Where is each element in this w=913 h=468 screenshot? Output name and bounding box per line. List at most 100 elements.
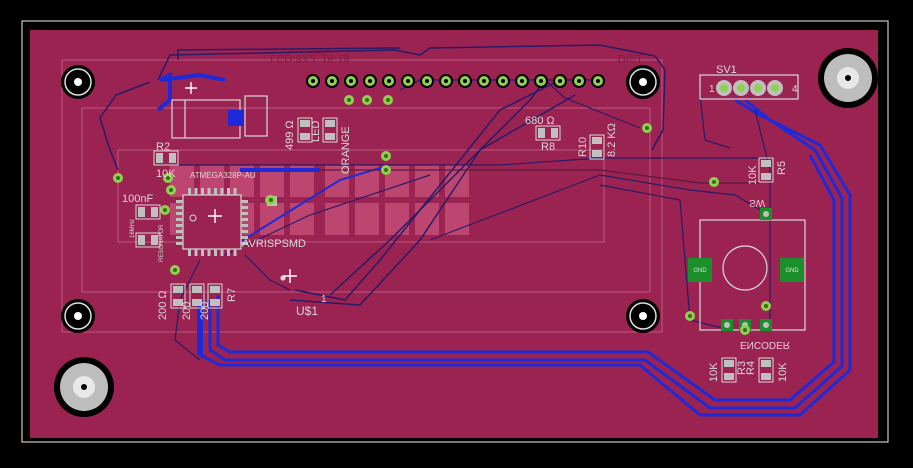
r7b-pad-a xyxy=(192,286,202,293)
led-color-label: ORANGE xyxy=(340,126,352,174)
mcu-pad-bottom xyxy=(227,249,230,256)
crystal-name-label: RESONATOR xyxy=(159,224,165,262)
r7a-outline xyxy=(170,283,186,309)
mounting-hole-edge xyxy=(629,302,657,330)
r4-value-label: 10K xyxy=(777,362,789,382)
mcu-pin1-marker xyxy=(189,214,197,222)
board-outline xyxy=(21,20,889,443)
header-pin-hole xyxy=(463,79,467,83)
mcu-pad-right xyxy=(241,236,248,239)
r7b-outline xyxy=(189,283,205,309)
lcd-name-label: LCD-8X2_16-18 xyxy=(270,52,350,64)
large-mounting-hole-center xyxy=(81,384,87,390)
header-pin-hole xyxy=(311,79,315,83)
header-pin-hole xyxy=(596,79,600,83)
r2-name-label: R2 xyxy=(156,141,170,153)
r3-outline xyxy=(721,357,737,383)
large-mounting-hole-center xyxy=(845,75,851,81)
via-hole xyxy=(163,208,167,212)
mounting-hole-center xyxy=(639,312,647,320)
header-pin-hole xyxy=(520,79,524,83)
r10-pad-a xyxy=(592,137,602,144)
via-hole xyxy=(384,154,388,158)
mcu-pad-left xyxy=(176,230,183,233)
encoder-pin-hole xyxy=(763,322,769,328)
mcu-pad-top xyxy=(188,188,191,195)
crystal-value-label: 16MHz xyxy=(130,219,136,238)
r8-pad-a xyxy=(538,128,545,138)
mcu-pad-top xyxy=(194,188,198,195)
isp-name-label: AVRISPSMD xyxy=(242,238,306,250)
sv1-pin-hole xyxy=(737,84,745,92)
mcu-pad-right xyxy=(241,242,248,245)
mcu-pad-right xyxy=(241,200,248,203)
r10-name-label: R10 xyxy=(577,137,589,157)
r2-pad-a xyxy=(156,153,163,163)
mcu-pad-left xyxy=(176,206,183,209)
sv1-header xyxy=(716,80,783,96)
mcu-pad-right xyxy=(241,206,248,209)
via-hole xyxy=(269,198,273,202)
lcd-cell xyxy=(260,203,284,235)
r4-pad-a xyxy=(761,360,771,367)
mcu-pad-left xyxy=(176,218,183,221)
r1-pad-a xyxy=(300,120,310,127)
mounting-hole-center xyxy=(639,78,647,86)
gnd-right-label: GND xyxy=(785,268,799,274)
via-hole xyxy=(173,268,177,272)
r1-outline xyxy=(297,117,313,143)
r2-value-label: 10K xyxy=(156,168,176,180)
lcd-ref-label: DIS1 xyxy=(618,52,642,64)
r7-value-c-label: 200 xyxy=(199,302,211,320)
r7a-pad-a xyxy=(173,286,183,293)
led-outline xyxy=(322,117,338,143)
via-hole xyxy=(347,98,351,102)
labels: DIS1 LCD-8X2_16-18 SV1 1 4 R2 10K ATMEGA… xyxy=(122,52,798,382)
r7-name-label: R7 xyxy=(226,288,238,302)
crystal-pad-a xyxy=(138,235,145,245)
via-hole xyxy=(743,328,747,332)
encoder-pin-hole xyxy=(763,211,769,217)
vias xyxy=(113,95,771,335)
mcu-pad-bottom xyxy=(194,249,198,256)
mcu-pad-top xyxy=(214,188,217,195)
via-hole xyxy=(169,188,173,192)
regulator-origin-cross xyxy=(185,82,197,94)
header-pin-hole xyxy=(539,79,543,83)
r3-name-label: R3 xyxy=(736,361,748,375)
header-pin-hole xyxy=(368,79,372,83)
mounting-hole-edge xyxy=(64,302,92,330)
header-pin-hole xyxy=(501,79,505,83)
mcu-pad-left xyxy=(176,236,183,239)
r5-outline xyxy=(758,157,774,183)
regulator-tab xyxy=(228,110,244,126)
mcu-pad-left xyxy=(176,224,183,227)
r4-name-label: R4 xyxy=(745,361,757,375)
r7-value-b-label: 200 xyxy=(181,302,193,320)
mcu-origin-cross xyxy=(208,209,222,223)
r7b-pad-b xyxy=(192,299,202,306)
lcd-cell xyxy=(325,203,349,235)
r7a-pad-b xyxy=(173,299,183,306)
encoder-pin-hole xyxy=(724,322,730,328)
via-hole xyxy=(645,126,649,130)
sv1-pin-hole xyxy=(754,84,762,92)
encoder-gnd-pad-right xyxy=(780,258,804,282)
via-hole xyxy=(166,176,170,180)
encoder-name-label: ENCODER xyxy=(740,339,790,350)
mcu-pad-right xyxy=(241,218,248,221)
via-hole xyxy=(384,168,388,172)
gnd-left-label: GND xyxy=(693,268,707,274)
header-pin-hole xyxy=(444,79,448,83)
mcu-pad-bottom xyxy=(233,249,237,256)
silkscreen xyxy=(171,74,806,331)
header-pin-hole xyxy=(406,79,410,83)
cap-value-label: 100nF xyxy=(122,193,153,205)
r7c-outline xyxy=(207,283,223,309)
cap-pad-b xyxy=(151,207,158,217)
r3-pad-b xyxy=(724,373,734,380)
r10-value-label: 8.2 KΩ xyxy=(606,123,618,157)
r5-name-label: R5 xyxy=(776,161,788,175)
sv1-pin-hole xyxy=(720,84,728,92)
